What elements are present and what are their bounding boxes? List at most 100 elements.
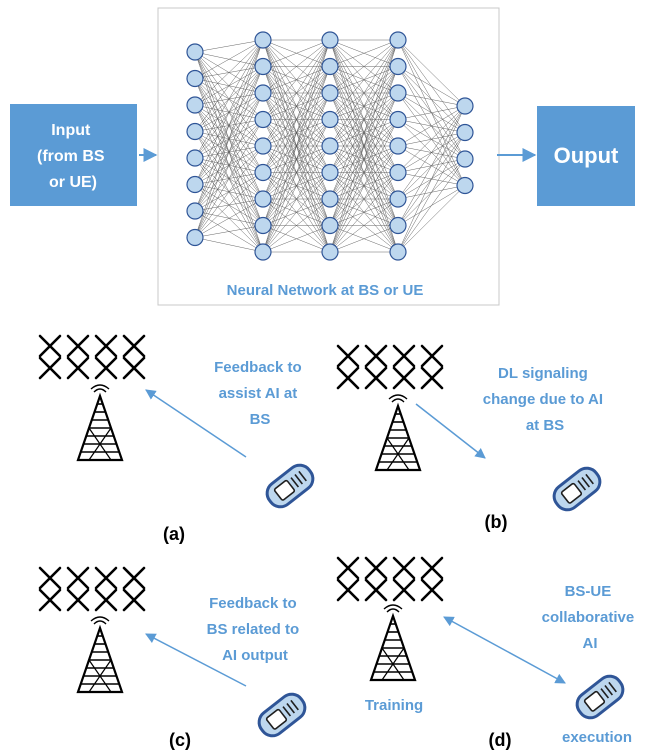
output-label: Ouput <box>554 143 619 168</box>
nn-edge <box>397 105 466 173</box>
antenna-x-icon <box>420 578 444 602</box>
antenna-x-icon <box>94 588 118 612</box>
nn-node <box>456 97 474 115</box>
bs-antenna-array <box>336 344 444 390</box>
phone-screen <box>273 479 296 501</box>
antenna-x-icon <box>66 334 90 358</box>
phone-body <box>257 692 307 738</box>
nn-edge <box>329 172 399 253</box>
ue-phone-icon <box>552 466 602 512</box>
base-station-tower-icon <box>374 394 422 472</box>
feedback-arrow <box>145 633 247 687</box>
signal-waves-icon <box>388 394 408 403</box>
antenna-x-icon <box>94 566 118 590</box>
nn-node <box>186 202 204 220</box>
nn-edge <box>329 145 399 253</box>
nn-node <box>186 96 204 114</box>
nn-edge <box>329 39 399 120</box>
nn-node <box>321 84 339 102</box>
antenna-x-icon <box>38 566 62 590</box>
nn-edge <box>262 39 331 94</box>
antenna-x-icon <box>66 588 90 612</box>
nn-edge <box>194 66 264 238</box>
nn-node <box>456 176 474 195</box>
nn-edge <box>194 119 264 238</box>
panel-b-description: DL signaling change due to AI at BS <box>483 365 607 434</box>
nn-edge <box>194 39 264 238</box>
base-station-tower-icon <box>76 616 124 694</box>
phone-keypad <box>604 685 613 696</box>
nn-node <box>389 57 407 76</box>
antenna-x-icon <box>94 334 118 358</box>
antenna-x-icon <box>38 356 62 380</box>
antenna-x-icon <box>38 588 62 612</box>
nn-edge <box>329 39 399 253</box>
nn-edge <box>194 92 264 238</box>
training-label: Training <box>365 697 423 714</box>
nn-node <box>186 43 204 61</box>
nn-node <box>321 243 339 261</box>
nn-edge <box>329 92 399 253</box>
nn-edge <box>329 39 399 94</box>
nn-edge <box>194 198 264 238</box>
nn-edge <box>194 39 264 132</box>
antenna-x-icon <box>364 344 388 368</box>
nn-node <box>321 190 339 208</box>
antenna-x-icon <box>336 556 360 580</box>
nn-edge <box>329 225 399 253</box>
antenna-x-icon <box>420 366 444 390</box>
tower-brace <box>88 659 112 693</box>
phone-keypad <box>298 470 307 482</box>
nn-node <box>321 216 339 235</box>
nn-edge <box>397 66 466 107</box>
nn-node <box>254 31 272 49</box>
phone-keypad <box>585 473 594 485</box>
bs-antenna-array <box>38 566 146 612</box>
nn-node <box>321 163 339 182</box>
feedback-arrow <box>145 389 247 458</box>
nn-edge <box>329 39 399 173</box>
nn-node <box>186 149 204 167</box>
nn-edge <box>397 105 466 226</box>
antenna-x-icon <box>364 366 388 390</box>
panel-d: BS-UE collaborative AI Training executio… <box>336 556 634 750</box>
phone-keypad <box>282 706 292 717</box>
nn-node <box>389 110 407 129</box>
nn-node <box>389 31 407 49</box>
neural-network-caption: Neural Network at BS or UE <box>227 282 424 299</box>
antenna-x-icon <box>336 366 360 390</box>
nn-edge <box>262 119 331 253</box>
nn-node <box>389 243 407 261</box>
antenna-x-icon <box>364 578 388 602</box>
nn-edge <box>329 119 399 253</box>
input-label: Input (from BS or UE) <box>37 122 109 191</box>
nn-edge <box>262 225 331 253</box>
nn-node <box>254 163 272 182</box>
neural-network-nodes <box>186 31 474 261</box>
phone-keypad <box>286 703 295 714</box>
phone-body <box>575 674 625 720</box>
nn-edge <box>194 39 264 185</box>
antenna-x-icon <box>420 344 444 368</box>
antenna-x-icon <box>38 334 62 358</box>
antenna-x-icon <box>122 356 146 380</box>
nn-node <box>254 84 272 102</box>
antenna-x-icon <box>66 356 90 380</box>
phone-screen <box>265 708 288 730</box>
phone-keypad <box>600 688 610 699</box>
ue-phone-icon <box>257 692 307 738</box>
nn-edge <box>194 39 264 53</box>
nn-edge <box>397 185 466 253</box>
phone-keypad <box>290 699 299 711</box>
antenna-x-icon <box>336 578 360 602</box>
nn-node <box>389 216 407 235</box>
nn-edge <box>194 237 264 253</box>
antenna-x-icon <box>392 578 416 602</box>
antenna-x-icon <box>94 356 118 380</box>
antenna-x-icon <box>392 344 416 368</box>
nn-edge <box>397 105 466 147</box>
nn-edge <box>262 39 331 226</box>
nn-edge <box>194 172 264 238</box>
antenna-x-icon <box>392 556 416 580</box>
phone-keypad <box>577 480 587 491</box>
